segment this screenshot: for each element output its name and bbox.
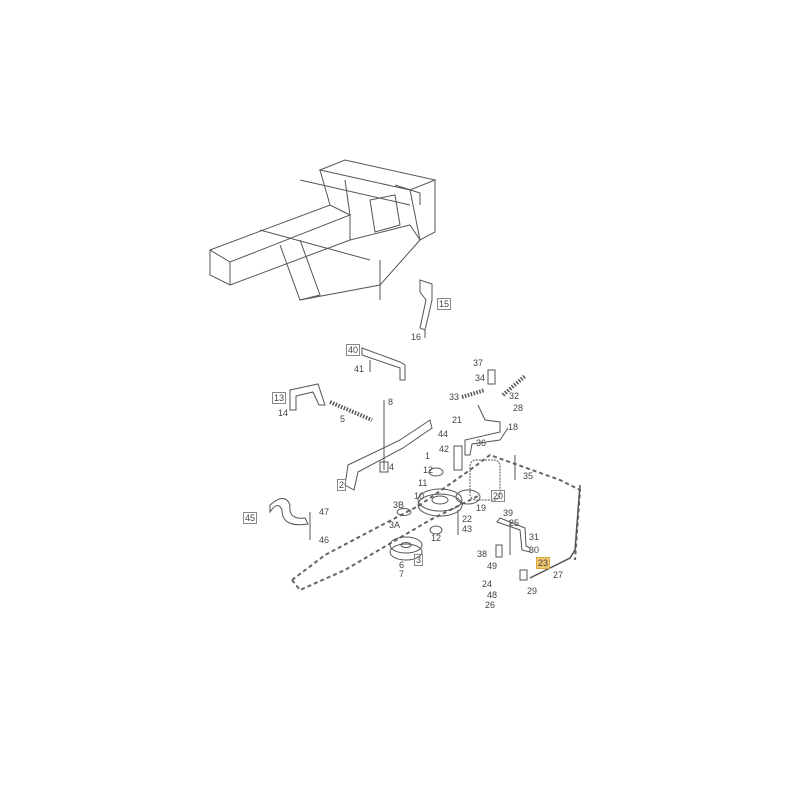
callout-12: 12 (431, 533, 442, 543)
callout-47: 47 (319, 507, 330, 517)
callout-25: 25 (509, 518, 520, 528)
callout-14: 14 (278, 408, 289, 418)
callout-27: 27 (553, 570, 564, 580)
callout-49: 49 (487, 561, 498, 571)
callout-3A: 3A (389, 520, 401, 530)
callout-18: 18 (508, 422, 519, 432)
callout-21: 21 (452, 415, 463, 425)
callout-6: 6 (399, 560, 405, 570)
callout-42: 42 (439, 444, 450, 454)
callout-22: 22 (462, 514, 473, 524)
callout-4: 4 (389, 462, 395, 472)
callout-7: 7 (399, 569, 405, 579)
callout-3B: 3B (393, 500, 405, 510)
callout-44: 44 (438, 429, 449, 439)
callout-46: 46 (319, 535, 330, 545)
callout-19: 19 (476, 503, 487, 513)
callout-41: 41 (354, 364, 365, 374)
callout-15: 15 (437, 298, 452, 310)
callout-20: 20 (491, 490, 506, 502)
callout-28: 28 (513, 403, 524, 413)
callout-3: 3 (414, 554, 424, 566)
callout-8: 8 (388, 397, 394, 407)
callout-11: 11 (418, 478, 428, 488)
callout-43: 43 (462, 524, 473, 534)
callout-48: 48 (487, 590, 498, 600)
callout-34: 34 (475, 373, 486, 383)
callout-33: 33 (449, 392, 460, 402)
callout-29: 29 (527, 586, 538, 596)
callout-38: 38 (477, 549, 488, 559)
callout-13: 13 (272, 392, 287, 404)
callout-24: 24 (482, 579, 493, 589)
callout-30: 30 (529, 545, 540, 555)
callout-12: 12 (423, 465, 434, 475)
callout-35: 35 (523, 471, 534, 481)
callout-2: 2 (337, 479, 347, 491)
callout-36: 36 (476, 438, 487, 448)
callout-39: 39 (503, 508, 514, 518)
callout-37: 37 (473, 358, 484, 368)
callout-16: 16 (411, 332, 422, 342)
callout-45: 45 (243, 512, 258, 524)
callout-10: 10 (414, 491, 425, 501)
callout-31: 31 (529, 532, 540, 542)
callout-5: 5 (340, 414, 346, 424)
chassis-frame (208, 159, 437, 301)
callout-1: 1 (425, 451, 431, 461)
callout-40: 40 (346, 344, 361, 356)
callout-26: 26 (485, 600, 496, 610)
callout-23: 23 (536, 557, 551, 569)
callout-32: 32 (509, 391, 520, 401)
